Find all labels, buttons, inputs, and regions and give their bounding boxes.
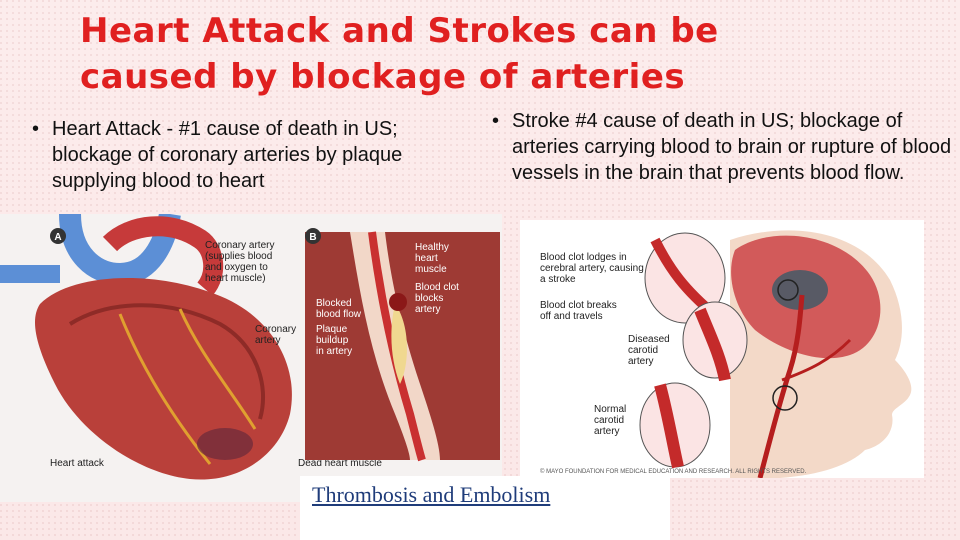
label-coronary-artery-3: and oxygen to	[205, 262, 268, 273]
dead-muscle-shape	[197, 428, 253, 460]
panel-b-marker	[305, 228, 321, 244]
label-clot-3: artery	[415, 304, 441, 315]
bullet-heart-attack-text: Heart Attack - #1 cause of death in US; …	[52, 118, 403, 192]
thrombosis-embolism-link[interactable]: Thrombosis and Embolism	[312, 482, 551, 507]
label-normal-3: artery	[594, 426, 620, 437]
bullet-heart-attack: • Heart Attack - #1 cause of death in US…	[32, 116, 452, 194]
label-plaque-2: buildup	[316, 335, 349, 346]
label-normal-1: Normal	[594, 404, 626, 415]
label-plaque-1: Plaque	[316, 324, 348, 335]
callout-circle	[772, 385, 798, 411]
label-coronary-2: Coronary	[255, 324, 296, 335]
inset-artery	[654, 383, 684, 469]
label-clot-1: Blood clot	[415, 282, 459, 293]
heart-groove-shape	[68, 303, 266, 420]
panel-b-letter: B	[309, 232, 316, 243]
bullet-stroke-text: Stroke #4 cause of death in US; blockage…	[512, 110, 952, 184]
panel-a-marker	[50, 228, 66, 244]
inset-artery	[694, 307, 731, 382]
label-clot-lodges-1: Blood clot lodges in	[540, 252, 627, 263]
label-normal-2: carotid	[594, 415, 624, 426]
label-clot-breaks-1: Blood clot breaks	[540, 300, 617, 311]
blood-clot-shape	[389, 293, 407, 311]
label-coronary-artery-2: (supplies blood	[205, 251, 272, 262]
label-blocked-2: blood flow	[316, 309, 362, 320]
slide-title: Heart Attack and Strokes can be caused b…	[80, 8, 940, 100]
title-line-2: caused by blockage of arteries	[80, 57, 686, 97]
aorta-shape	[102, 216, 224, 296]
label-healthy-1: Healthy	[415, 242, 449, 253]
label-healthy-2: heart	[415, 253, 438, 264]
artery-branch-shape	[781, 338, 852, 382]
stroke-illustration: Blood clot lodges in cerebral artery, ca…	[520, 220, 924, 479]
heart-attack-illustration: A Coronary artery (supplies blood and ox…	[0, 211, 502, 502]
callout-circle	[777, 279, 799, 301]
label-diseased-1: Diseased	[628, 334, 670, 345]
coronary-artery-shape	[118, 313, 212, 465]
bullet-stroke: • Stroke #4 cause of death in US; blocka…	[492, 108, 952, 186]
label-blocked-1: Blocked	[316, 298, 352, 309]
heart-diagram: A Coronary artery (supplies blood and ox…	[0, 211, 500, 480]
label-clot-lodges-2: cerebral artery, causing	[540, 263, 644, 274]
stroke-diagram: Blood clot lodges in cerebral artery, ca…	[540, 230, 912, 479]
label-diseased-3: artery	[628, 356, 654, 367]
copyright-notice: © MAYO FOUNDATION FOR MEDICAL EDUCATION …	[540, 468, 807, 475]
label-clot-2: blocks	[415, 293, 443, 304]
bullet-dot: •	[32, 118, 40, 140]
label-dead-heart-muscle: Dead heart muscle	[298, 458, 382, 469]
label-heart-attack: Heart attack	[50, 458, 105, 469]
label-clot-breaks-2: off and travels	[540, 311, 603, 322]
label-coronary-artery-4: heart muscle)	[205, 273, 266, 284]
coronary-artery-shape	[178, 308, 257, 430]
label-artery-2: artery	[255, 335, 281, 346]
label-coronary-artery: Coronary artery	[205, 240, 274, 251]
label-diseased-2: carotid	[628, 345, 658, 356]
label-plaque-3: in artery	[316, 346, 352, 357]
label-clot-lodges-3: a stroke	[540, 274, 576, 285]
panel-a-letter: A	[54, 232, 61, 243]
carotid-artery-shape	[757, 294, 805, 479]
title-line-1: Heart Attack and Strokes can be	[80, 11, 719, 51]
label-healthy-3: muscle	[415, 264, 447, 275]
vena-cava-shape	[59, 211, 181, 286]
plaque-shape	[391, 304, 407, 384]
caption-box: Thrombosis and Embolism	[300, 476, 670, 540]
bullet-dot: •	[492, 110, 500, 132]
blood-channel-shape	[368, 231, 426, 462]
